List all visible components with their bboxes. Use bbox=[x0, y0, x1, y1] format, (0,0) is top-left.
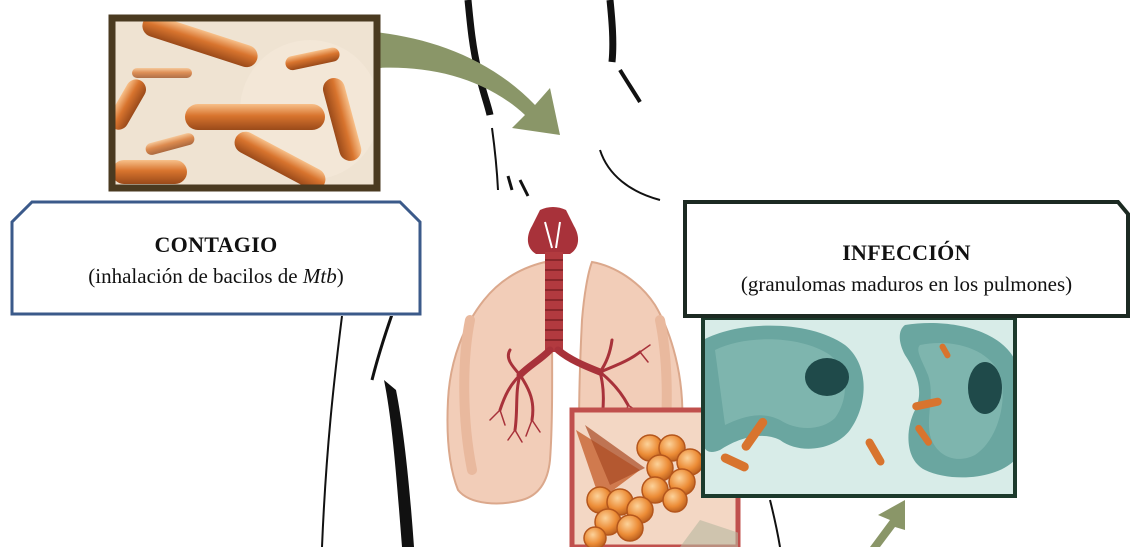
contagio-subtitle-mtb: Mtb bbox=[303, 264, 337, 288]
infeccion-subtitle: (granulomas maduros en los pulmones) bbox=[683, 272, 1130, 297]
bacilli-panel bbox=[105, 12, 380, 194]
contagio-label-box: CONTAGIO (inhalación de bacilos de Mtb) bbox=[10, 200, 422, 316]
contagio-subtitle-prefix: (inhalación de bacilos de bbox=[88, 264, 303, 288]
contagio-subtitle: (inhalación de bacilos de Mtb) bbox=[10, 264, 422, 289]
macrophage-panel bbox=[703, 318, 1015, 496]
curved-arrow-bottom bbox=[870, 500, 905, 547]
contagio-box-border bbox=[10, 200, 422, 316]
infeccion-title: INFECCIÓN bbox=[683, 240, 1130, 266]
contagio-title: CONTAGIO bbox=[10, 232, 422, 258]
contagio-subtitle-suffix: ) bbox=[337, 264, 344, 288]
infeccion-label-box: INFECCIÓN (granulomas maduros en los pul… bbox=[683, 200, 1130, 318]
macrophage-cell-icon bbox=[703, 326, 864, 452]
